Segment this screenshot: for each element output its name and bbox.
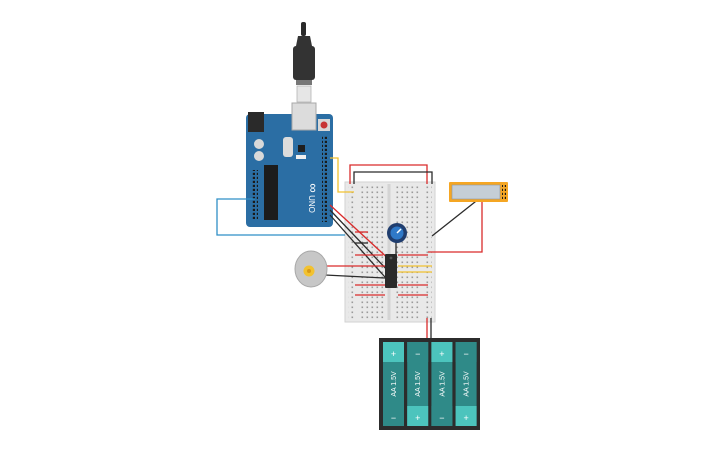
breadboard[interactable] [344,181,436,323]
arduino-logo-icon: ∞ [306,183,321,192]
dc-motor[interactable] [294,250,328,288]
usb-port [291,102,317,131]
wire-blue[interactable] [216,198,345,236]
terminal-sign-top: + [439,349,444,359]
battery-cell-label: AA 1.5V [439,371,446,397]
wire-black[interactable] [353,171,433,184]
terminal-sign-top: + [391,349,396,359]
wire-red[interactable] [428,198,483,253]
battery-pack[interactable]: + − AA 1.5V − + AA 1.5V + − AA 1.5V − + AA 1.5V [379,338,480,430]
power-jack [248,112,264,132]
battery-cell-label: AA 1.5V [464,371,471,397]
battery-cell[interactable]: + − AA 1.5V [431,342,453,426]
terminal-sign-bottom: − [439,413,444,423]
terminal-sign-bottom: + [415,413,420,423]
power-analog-pin-header[interactable] [252,170,258,220]
battery-cell[interactable]: − + AA 1.5V [407,342,429,426]
lcd-module[interactable] [449,182,508,202]
terminal-sign-top: − [415,349,420,359]
wire-red[interactable] [329,204,393,263]
wire-yellow[interactable] [330,157,354,193]
uno-label: UNO [307,195,316,213]
capacitor-icon [254,139,264,149]
atmega-chip [264,165,278,220]
digital-pin-header[interactable] [322,136,328,222]
wire-black[interactable] [324,274,386,279]
battery-cell[interactable]: − + AA 1.5V [455,342,477,426]
lcd-pins[interactable] [502,185,506,199]
crystal [283,137,293,157]
terminal-sign-bottom: − [391,413,396,423]
wire-black[interactable] [431,197,481,237]
wire-red[interactable] [349,164,428,184]
wires[interactable] [216,157,483,340]
terminal-sign-top: − [463,349,468,359]
capacitor-icon [254,151,264,161]
battery-cell[interactable]: + − AA 1.5V [383,342,404,426]
terminal-sign-bottom: + [463,413,468,423]
arduino-uno-board[interactable]: ∞ UNO [246,102,333,227]
usb-plug-body [293,46,315,80]
wire-black[interactable] [329,214,393,286]
knob-indicator-icon [396,228,402,234]
lcd-screen [451,184,501,200]
usb-cable[interactable] [293,22,315,103]
driver-chip[interactable] [385,254,397,288]
battery-cell-label: AA 1.5V [415,371,422,397]
usb-chip [298,145,305,152]
potentiometer[interactable] [387,223,407,243]
battery-cell-label: AA 1.5V [391,371,398,397]
